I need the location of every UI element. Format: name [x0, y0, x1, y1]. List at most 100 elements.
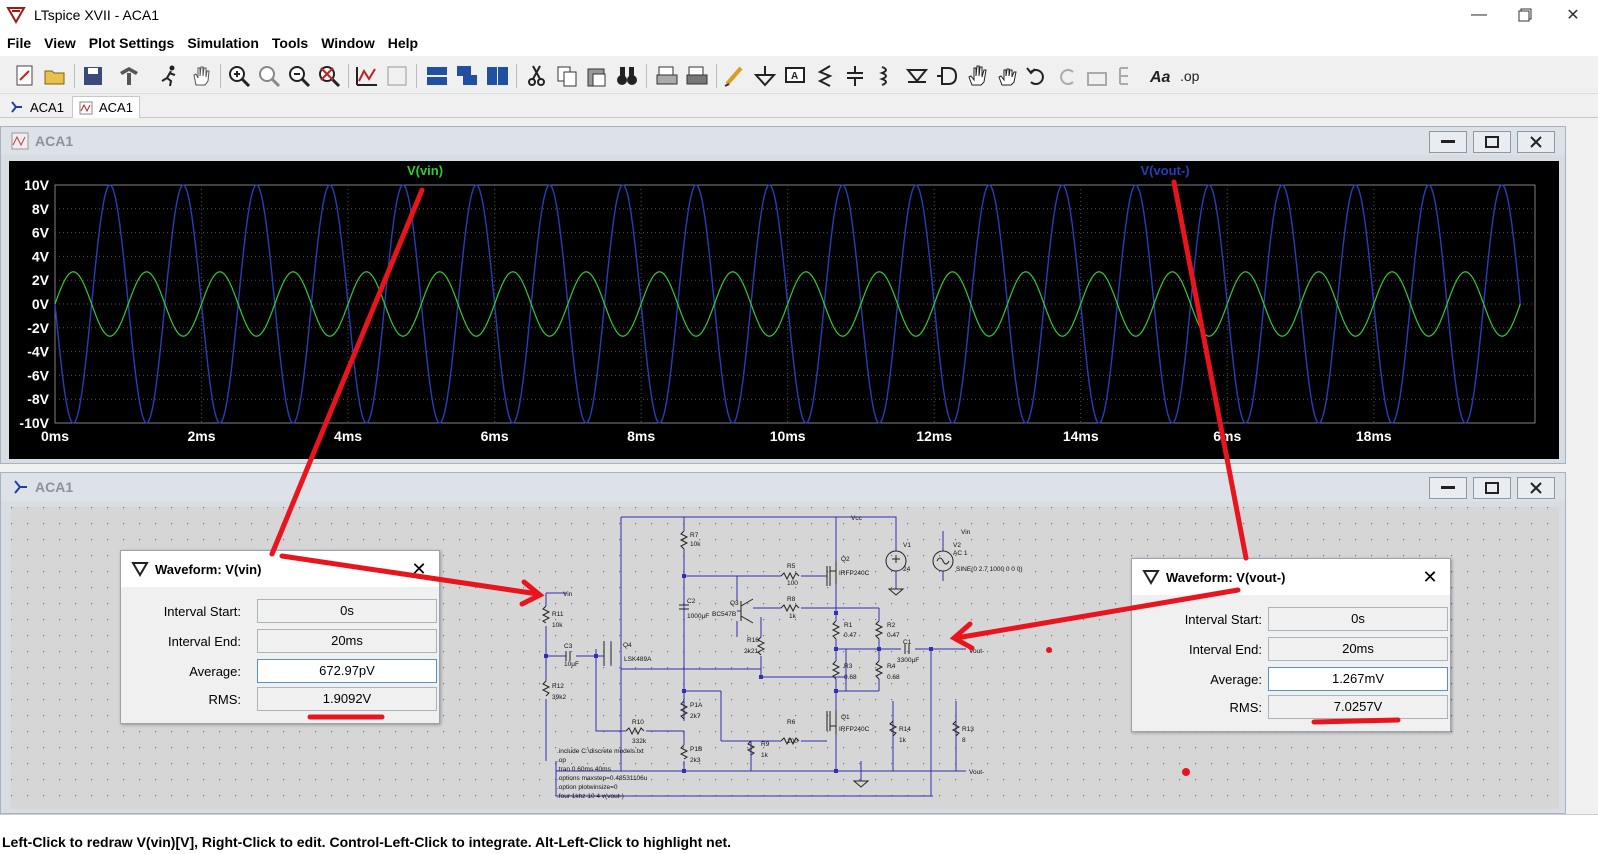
spice-directive-icon[interactable]: .op: [1178, 63, 1204, 89]
ground-icon[interactable]: [752, 63, 778, 89]
schematic-maximize-button[interactable]: [1473, 477, 1511, 499]
plot-window-titlebar: ACA1: [1, 127, 1565, 155]
redo-icon[interactable]: [1054, 63, 1080, 89]
add-trace-icon[interactable]: [384, 63, 410, 89]
value-r1: 0.47: [844, 632, 857, 639]
label-r3: R3: [844, 663, 853, 670]
schematic-minimize-button[interactable]: [1429, 477, 1467, 499]
zoom-out-icon[interactable]: [286, 63, 312, 89]
directive-include[interactable]: .include C:\discrete models.txt: [557, 748, 644, 755]
plot-close-button[interactable]: [1517, 131, 1555, 153]
directive-tran[interactable]: .tran 0 60ms 40ms: [557, 766, 612, 773]
title-bar: LTspice XVII - ACA1 — ✕: [0, 0, 1598, 30]
value-r11: 10k: [552, 622, 563, 629]
value-r10: 332k: [632, 738, 647, 745]
value-v2: AC 1: [953, 550, 968, 557]
undo-icon[interactable]: [1024, 63, 1050, 89]
rotate-icon[interactable]: [1084, 63, 1110, 89]
halt-hand-icon[interactable]: [188, 63, 214, 89]
component-icon[interactable]: [934, 63, 960, 89]
tile-horizontal-icon[interactable]: [424, 63, 450, 89]
cut-icon[interactable]: [524, 63, 550, 89]
tile-vertical-icon[interactable]: [484, 63, 510, 89]
value-r16: 2k21: [744, 648, 758, 655]
save-icon[interactable]: [80, 63, 106, 89]
mirror-icon[interactable]: [1114, 63, 1140, 89]
capacitor-icon[interactable]: [842, 63, 868, 89]
zoom-full-icon[interactable]: [316, 63, 342, 89]
dialog-vin-start-label: Interval Start:: [163, 604, 241, 619]
net-label-icon[interactable]: A: [782, 63, 808, 89]
move-hand-icon[interactable]: [964, 63, 990, 89]
net-vcc: Vcc: [851, 515, 863, 522]
directive-maxstep[interactable]: .options maxstep=0.48531106u: [557, 775, 648, 782]
pan-icon[interactable]: [256, 63, 282, 89]
label-r5: R5: [787, 563, 796, 570]
value-r3: 0.68: [844, 674, 857, 681]
paste-icon[interactable]: [584, 63, 610, 89]
copy-icon[interactable]: [554, 63, 580, 89]
net-vout-bottom: Vout-: [969, 769, 984, 776]
label-q3: Q3: [730, 600, 739, 607]
zoom-in-icon[interactable]: [226, 63, 252, 89]
dialog-vin-title: Waveform: V(vin): [155, 561, 262, 577]
dialog-vout-rms-label: RMS:: [1229, 700, 1263, 715]
schematic-close-button[interactable]: [1517, 477, 1555, 499]
plot-maximize-button[interactable]: [1473, 131, 1511, 153]
dialog-vout-average-label: Average:: [1210, 672, 1262, 687]
tab-schematic-label: ACA1: [30, 99, 64, 115]
label-r1: R1: [844, 622, 853, 629]
maximize-button[interactable]: [1502, 0, 1548, 30]
directive-four[interactable]: .four 1khz 10 4 v(vout-): [557, 793, 624, 800]
y-tick-label: 0V: [32, 296, 50, 312]
label-r8: R8: [787, 596, 796, 603]
text-icon[interactable]: Aa: [1148, 63, 1174, 89]
label-r16: R16: [747, 637, 759, 644]
resistor-icon[interactable]: [812, 63, 838, 89]
menu-help[interactable]: Help: [387, 35, 419, 51]
open-icon[interactable]: [42, 63, 68, 89]
print-icon[interactable]: [684, 63, 710, 89]
trace-label-vin[interactable]: V(vin): [407, 163, 443, 178]
menu-simulation[interactable]: Simulation: [187, 35, 259, 51]
drag-hand-icon[interactable]: [994, 63, 1020, 89]
find-binoculars-icon[interactable]: [614, 63, 640, 89]
new-schematic-icon[interactable]: [12, 63, 38, 89]
label-p1a: P1A: [690, 702, 703, 709]
tab-waveform[interactable]: ACA1: [72, 96, 140, 118]
svg-text:.op: .op: [1180, 68, 1200, 84]
control-panel-icon[interactable]: [116, 63, 142, 89]
value-v1: 24: [903, 566, 911, 573]
run-icon[interactable]: [156, 63, 182, 89]
x-tick-label: 10ms: [770, 428, 806, 444]
label-q1: Q1: [841, 714, 850, 721]
directive-op[interactable]: .op: [557, 757, 566, 764]
minimize-button[interactable]: —: [1471, 6, 1487, 23]
dialog-vout-average-value[interactable]: 1.267mV: [1268, 667, 1448, 691]
autorange-icon[interactable]: [354, 63, 380, 89]
tab-schematic[interactable]: ACA1: [4, 96, 70, 118]
value-p1a: 2k7: [690, 713, 701, 720]
plot-minimize-button[interactable]: [1429, 131, 1467, 153]
menu-file[interactable]: File: [7, 35, 32, 51]
dialog-vin-close-button[interactable]: ✕: [411, 559, 427, 579]
close-window-button[interactable]: ✕: [1566, 7, 1580, 24]
directive-plotwinsize[interactable]: .option plotwinsize=0: [557, 784, 618, 791]
net-vin-left: Vin: [563, 591, 573, 598]
inductor-icon[interactable]: [872, 63, 898, 89]
draw-wire-icon[interactable]: [722, 63, 748, 89]
x-tick-label: 8ms: [627, 428, 655, 444]
diode-icon[interactable]: [904, 63, 930, 89]
trace-label-vout[interactable]: V(vout-): [1140, 163, 1189, 178]
menu-view[interactable]: View: [44, 35, 76, 51]
dialog-vin-average-value[interactable]: 672.97pV: [257, 659, 437, 683]
dialog-vout-close-button[interactable]: ✕: [1422, 567, 1438, 587]
label-r14: R14: [899, 726, 911, 733]
cascade-icon[interactable]: [454, 63, 480, 89]
menu-plot-settings[interactable]: Plot Settings: [88, 35, 175, 51]
menu-tools[interactable]: Tools: [271, 35, 309, 51]
value-c2: 1000µF: [687, 613, 709, 620]
print-preview-icon[interactable]: [654, 63, 680, 89]
menu-window[interactable]: Window: [321, 35, 375, 51]
